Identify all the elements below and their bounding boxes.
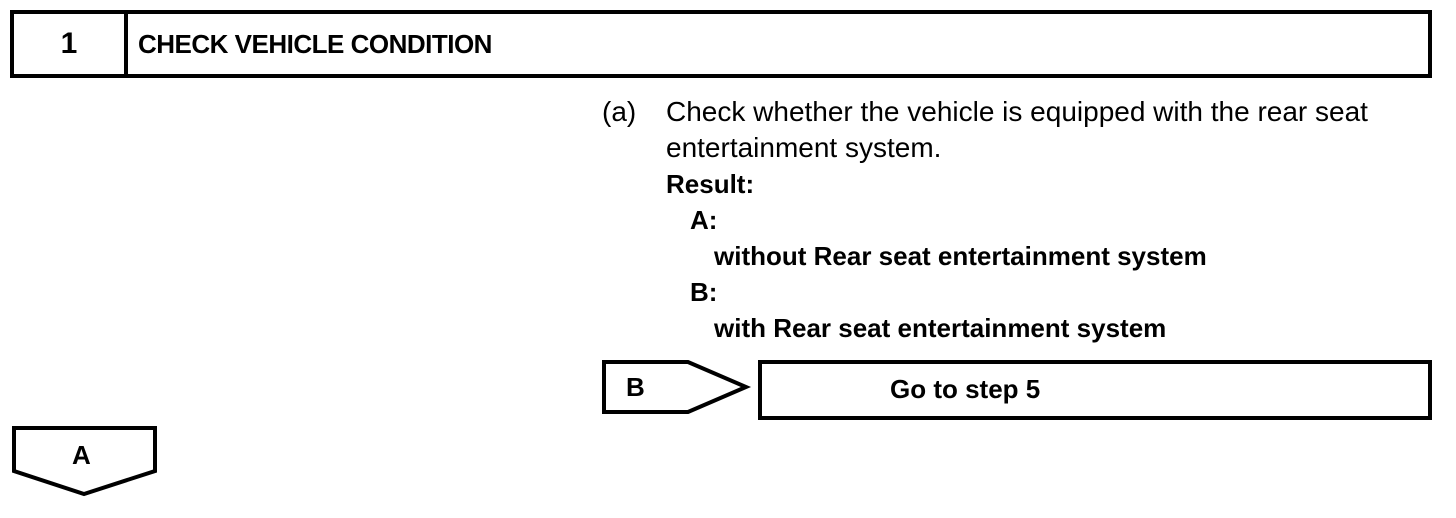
- branch-b-tag-label: B: [626, 372, 645, 402]
- instruction-text: Check whether the vehicle is equipped wi…: [666, 96, 1368, 163]
- branch-a-tag-label: A: [72, 440, 91, 470]
- branch-a-arrow-tag: [12, 426, 157, 497]
- result-option-b-label: B:: [690, 277, 718, 307]
- go-to-step-label[interactable]: Go to step 5: [890, 374, 1041, 404]
- instruction-marker: (a): [602, 96, 637, 127]
- branch-b-arrow-tag: [602, 360, 752, 414]
- result-option-a-label: A:: [690, 205, 718, 235]
- result-option-b-description: with Rear seat entertainment system: [714, 313, 1167, 343]
- go-to-step-box: [758, 360, 1432, 420]
- step-header: 1 CHECK VEHICLE CONDITION: [10, 10, 1432, 78]
- step-number: 1: [14, 14, 128, 74]
- result-heading: Result:: [666, 169, 755, 199]
- step-title: CHECK VEHICLE CONDITION: [138, 28, 492, 59]
- result-option-a-description: without Rear seat entertainment system: [714, 241, 1207, 271]
